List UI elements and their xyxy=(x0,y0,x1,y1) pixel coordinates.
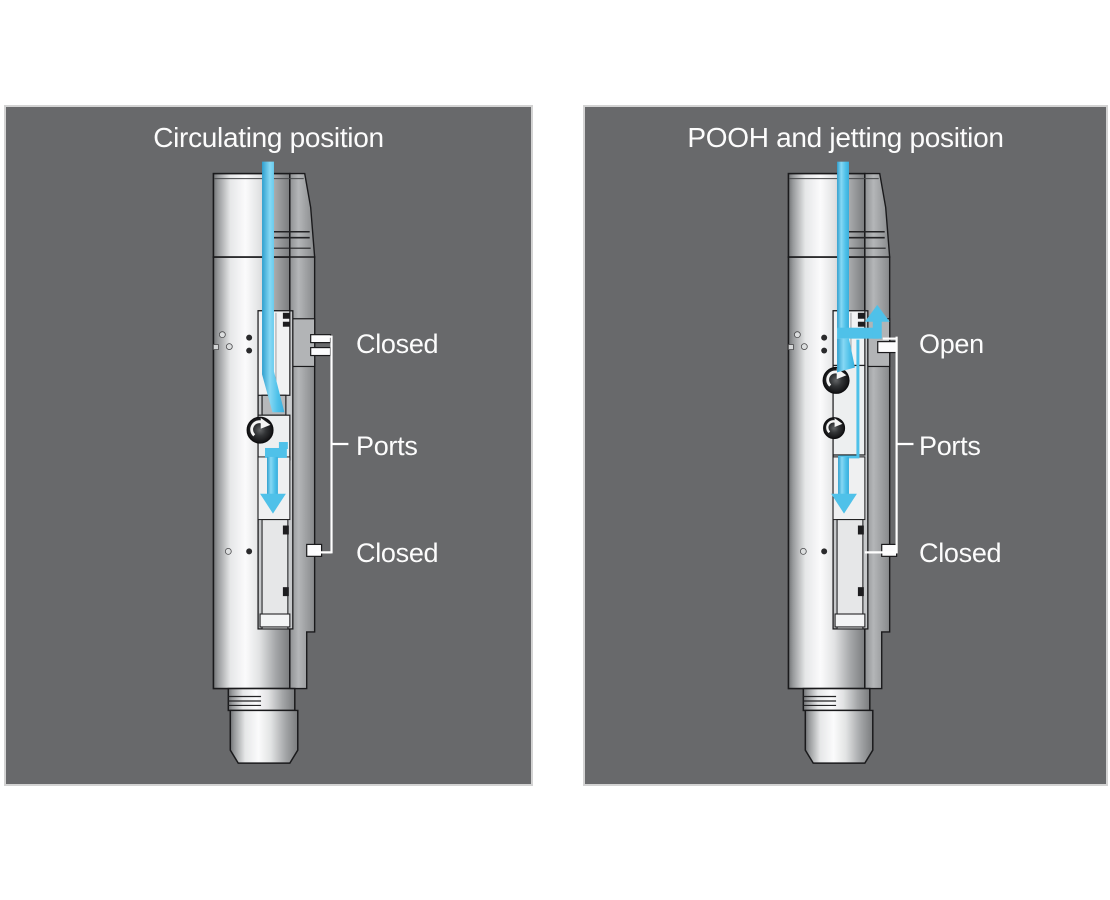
flow-path xyxy=(831,161,890,514)
tool-illustration-circulating xyxy=(212,161,349,764)
ports-label: Ports xyxy=(356,431,418,461)
lower-port-slot xyxy=(881,543,898,557)
flow-out-up-arrow-icon xyxy=(864,304,890,339)
tool-illustration-pooh-jetting xyxy=(787,161,914,764)
ports-label: Ports xyxy=(919,431,981,461)
upper-ports-state-label: Open xyxy=(919,329,984,359)
ball-valve-icon xyxy=(822,366,850,394)
flow-path xyxy=(260,161,288,514)
panel-title: Circulating position xyxy=(153,122,384,153)
panel-pooh-jetting: POOH and jetting position Open Ports Clo… xyxy=(583,105,1108,786)
upper-port-slot xyxy=(877,341,898,354)
upper-port-slot xyxy=(310,346,332,357)
ball-valve-icon xyxy=(246,416,274,444)
ball-valve-icon xyxy=(823,417,846,440)
upper-ports-state-label: Closed xyxy=(356,329,439,359)
panel-title: POOH and jetting position xyxy=(687,122,1004,153)
flow-down-arrow-icon xyxy=(831,456,857,514)
ports-bracket xyxy=(315,335,349,554)
panel-circulating: Circulating position Closed Ports Closed xyxy=(4,105,533,786)
lower-port-state-label: Closed xyxy=(356,538,439,568)
ports-bracket xyxy=(864,336,914,554)
flow-down-arrow-icon xyxy=(260,456,286,514)
tool-cross-section xyxy=(787,161,898,764)
lower-port-state-label: Closed xyxy=(919,538,1002,568)
lower-port-slot xyxy=(306,543,323,557)
tool-cross-section xyxy=(212,161,332,764)
